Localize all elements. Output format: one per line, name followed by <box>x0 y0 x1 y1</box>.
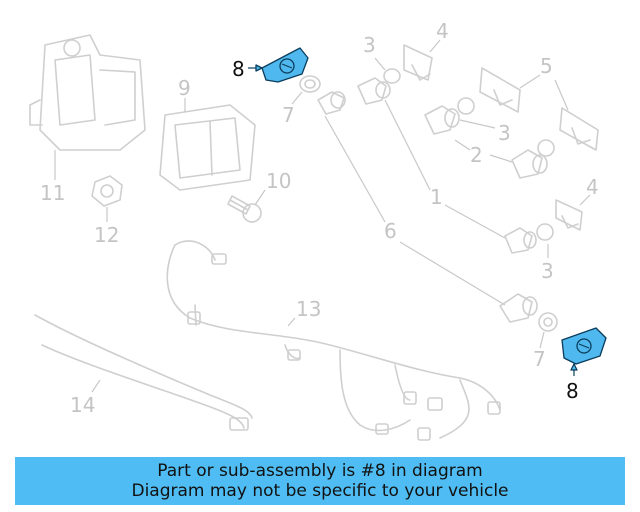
callout-14: 14 <box>70 393 95 417</box>
callout-3-lower: 3 <box>541 259 554 283</box>
part-11-bracket <box>29 34 146 151</box>
callout-13: 13 <box>296 297 321 321</box>
part-5-clip <box>479 67 599 151</box>
part-12-nut <box>91 175 123 207</box>
callout-4-top: 4 <box>436 19 449 43</box>
part-3-sensor-top <box>357 68 401 105</box>
part-14-trim-strip <box>34 314 253 431</box>
part-13-harness <box>166 240 501 441</box>
part-8-bracket-top-highlight <box>261 47 309 83</box>
callout-12: 12 <box>94 223 119 247</box>
part-7-ring-top <box>299 75 321 93</box>
callout-10: 10 <box>266 169 291 193</box>
callout-4-lower: 4 <box>586 175 599 199</box>
callout-5: 5 <box>540 54 553 78</box>
callout-3-top: 3 <box>363 33 376 57</box>
callout-6: 6 <box>384 219 397 243</box>
callout-2: 2 <box>470 143 483 167</box>
part-1-sensor-lower <box>504 223 554 254</box>
callout-7-top: 7 <box>282 103 295 127</box>
parts-diagram: 11 12 9 10 8 7 <box>29 19 607 441</box>
part-2-sensors <box>424 97 555 179</box>
callout-9: 9 <box>178 76 191 100</box>
part-7-ring-lower <box>538 312 558 332</box>
banner-line-1: Part or sub-assembly is #8 in diagram <box>157 461 483 481</box>
callout-1: 1 <box>430 185 443 209</box>
callout-7-lower: 7 <box>533 347 546 371</box>
callout-8-top: 8 <box>232 57 245 81</box>
callout-8-lower: 8 <box>566 379 579 403</box>
part-10-bolt <box>227 195 262 223</box>
info-banner: Part or sub-assembly is #8 in diagram Di… <box>15 457 625 505</box>
part-4-clip-lower <box>555 199 583 231</box>
part-8-bracket-lower-highlight <box>561 327 607 365</box>
part-6-sensor-lower <box>499 293 538 323</box>
part-4-clip-top <box>403 44 433 81</box>
callout-11: 11 <box>40 181 65 205</box>
part-6-sensor-top <box>317 91 346 115</box>
part-9-module <box>159 104 256 191</box>
banner-line-2: Diagram may not be specific to your vehi… <box>131 481 509 501</box>
callout-3-mid: 3 <box>498 121 511 145</box>
